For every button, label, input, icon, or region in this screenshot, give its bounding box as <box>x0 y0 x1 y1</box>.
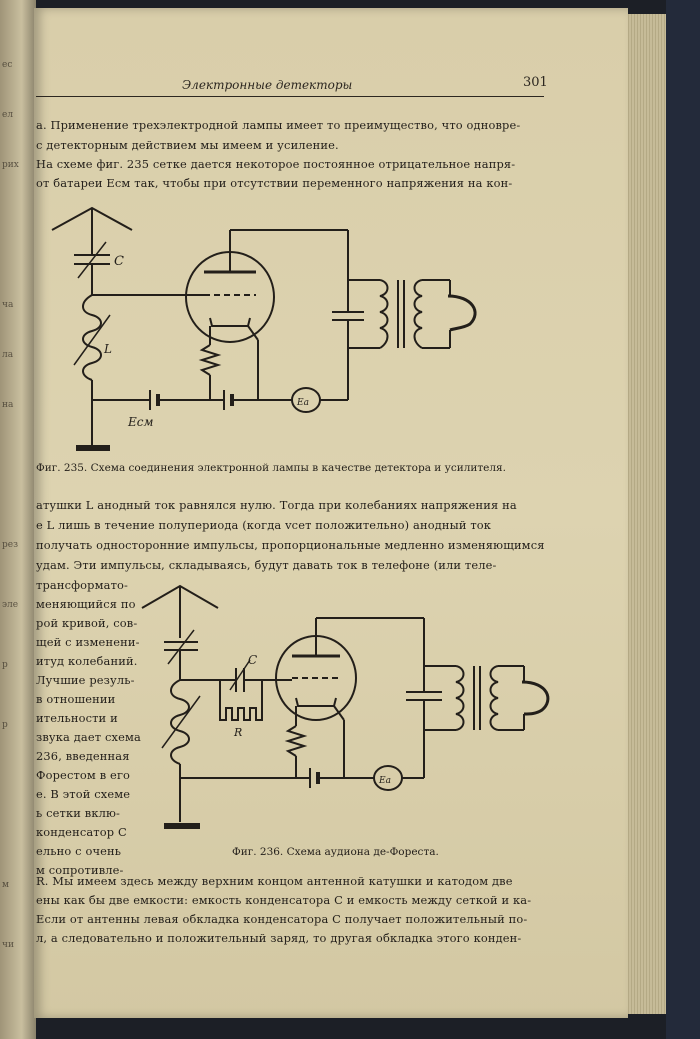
tuning-capacitor-icon <box>164 629 198 680</box>
wrap-text-line: итуд колебаний. <box>36 654 138 668</box>
figure-236-circuit: C R <box>141 584 550 829</box>
left-page-fragment: ла <box>2 350 14 360</box>
grid-capacitor-icon <box>229 659 251 692</box>
page-stack-edge <box>626 14 668 1014</box>
label-l: L <box>103 342 112 356</box>
grid-resistor-icon <box>198 326 222 400</box>
figure-236-caption: Фиг. 236. Схема аудиона де-Фореста. <box>232 846 439 858</box>
wrap-text-line: Лучшие резуль- <box>36 673 135 687</box>
left-page-fragment: ел <box>2 110 14 120</box>
wrap-text-line: Форестом в его <box>36 768 131 782</box>
left-page-edge: ес ел рих ча ла на рез эле р р м чи <box>0 0 36 1039</box>
wrap-text-line: м сопротивле- <box>36 863 124 877</box>
left-page-fragment: р <box>2 660 8 670</box>
wrap-text-line: е. В этой схеме <box>36 787 131 801</box>
coil-l-icon <box>73 294 111 381</box>
grid-leak-resistor-icon <box>219 680 263 721</box>
vacuum-tube-icon <box>275 635 357 721</box>
wrap-text-line: 236, введенная <box>36 749 130 763</box>
transformer-icon <box>348 279 450 349</box>
wrap-text-line: ельно с очень <box>36 844 122 858</box>
left-page-fragment: ча <box>2 300 14 310</box>
label-ea: Ea <box>296 398 309 408</box>
filament-battery-icon <box>223 390 234 410</box>
text-line: На схеме фиг. 235 сетке дается некоторое… <box>36 157 516 171</box>
text-line: атушки L анодный ток равнялся нулю. Тогд… <box>36 498 517 512</box>
wrap-text-line: щей с изменени- <box>36 635 140 649</box>
left-page-fragment: рез <box>2 540 18 550</box>
header-rule <box>36 96 544 97</box>
left-page-fragment: р <box>2 720 8 730</box>
label-r: R <box>233 726 242 739</box>
left-page-fragment: рих <box>2 160 19 170</box>
figure-235-circuit: C L <box>51 206 477 451</box>
telephone-icon <box>521 666 550 730</box>
text-line: л, а следовательно и положительный заряд… <box>36 931 522 945</box>
wrap-text-line: рой кривой, сов- <box>36 616 138 630</box>
left-page-fragment: ес <box>2 60 13 70</box>
text-line: е L лишь в течение полупериода (когда vс… <box>36 518 492 532</box>
label-c: C <box>114 254 124 269</box>
filament-battery-icon <box>309 768 320 788</box>
left-page-fragment: чи <box>2 940 14 950</box>
antenna-icon <box>51 206 133 240</box>
label-c: C <box>248 653 257 667</box>
antenna-icon <box>141 584 219 638</box>
capacitor-c-icon <box>74 240 110 295</box>
telephone-icon <box>447 280 477 348</box>
figure-235-caption: Фиг. 235. Схема соединения электронной л… <box>36 462 507 474</box>
bias-battery-icon <box>149 390 160 410</box>
text-line: с детекторным действием мы имеем и усиле… <box>36 138 339 152</box>
text-line: от батареи Eсм так, чтобы при отсутствии… <box>36 176 513 190</box>
wrap-text-line: трансформато- <box>36 578 129 592</box>
text-line: Если от антенны левая обкладка конденсат… <box>36 912 528 926</box>
wrap-text-line: звука дает схема <box>36 730 141 744</box>
running-head: Электронные детекторы <box>182 78 353 92</box>
left-page-fragment: эле <box>2 600 19 610</box>
book-cover <box>666 0 700 1039</box>
wrap-text-line: конденсатор C <box>36 825 127 839</box>
wrap-text-line: в отношении <box>36 692 116 706</box>
book-page <box>34 8 628 1018</box>
text-line: удам. Эти импульсы, складываясь, будут д… <box>36 558 497 572</box>
text-line: получать односторонние импульсы, пропорц… <box>36 538 545 552</box>
page-number: 301 <box>523 75 548 90</box>
vacuum-tube-icon <box>185 251 275 343</box>
wrap-text-line: меняющийся по <box>36 597 136 611</box>
text-line: R. Мы имеем здесь между верхним концом а… <box>36 874 513 888</box>
wrap-text-line: ь сетки вклю- <box>36 806 121 820</box>
label-ecm: Eсм <box>127 415 153 429</box>
text-line: ены как бы две емкости: емкость конденса… <box>36 893 532 907</box>
filament-resistor-icon <box>284 706 308 778</box>
transformer-icon <box>424 665 524 731</box>
text-line: а. Применение трехэлектродной лампы имее… <box>36 118 521 132</box>
left-page-fragment: м <box>2 880 10 890</box>
wrap-text-line: ительности и <box>36 711 118 725</box>
left-page-fragment: на <box>2 400 14 410</box>
coil-icon <box>161 679 201 765</box>
label-ea: Ea <box>378 776 391 786</box>
